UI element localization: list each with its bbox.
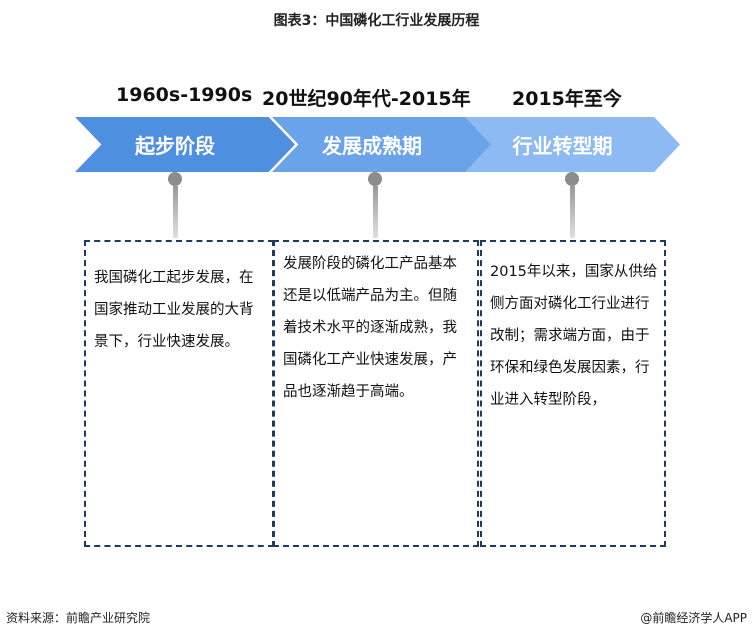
timeline-pin-3: [565, 172, 579, 238]
stage-arrow-1: 起步阶段: [75, 117, 295, 172]
stage-arrow-2: 发展成熟期: [272, 117, 492, 172]
stage-name-3: 行业转型期: [512, 134, 613, 158]
source-note: 资料来源：前瞻产业研究院: [6, 611, 151, 625]
stage-description-3: 2015年以来，国家从供给侧方面对磷化工行业进行改制；需求端方面，由于环保和绿色…: [480, 240, 666, 547]
stage-arrow-3: 行业转型期: [465, 117, 680, 172]
credit: @前瞻经济学人APP: [640, 611, 747, 625]
stage-description-1: 我国磷化工起步发展，在国家推动工业发展的大背景下，行业快速发展。: [84, 240, 274, 547]
chart-title: 图表3：中国磷化工行业发展历程: [273, 13, 480, 29]
period-label-3: 2015年至今: [512, 88, 622, 110]
stage-description-2: 发展阶段的磷化工产品基本还是以低端产品为主。但随着技术水平的逐渐成熟，我国磷化工…: [273, 240, 479, 547]
period-label-1: 1960s-1990s: [116, 84, 253, 106]
stage-name-2: 发展成熟期: [322, 134, 422, 158]
timeline-pin-1: [168, 172, 182, 238]
stage-name-1: 起步阶段: [135, 134, 215, 158]
timeline-pin-2: [368, 172, 382, 238]
period-label-2: 20世纪90年代-2015年: [262, 88, 471, 110]
